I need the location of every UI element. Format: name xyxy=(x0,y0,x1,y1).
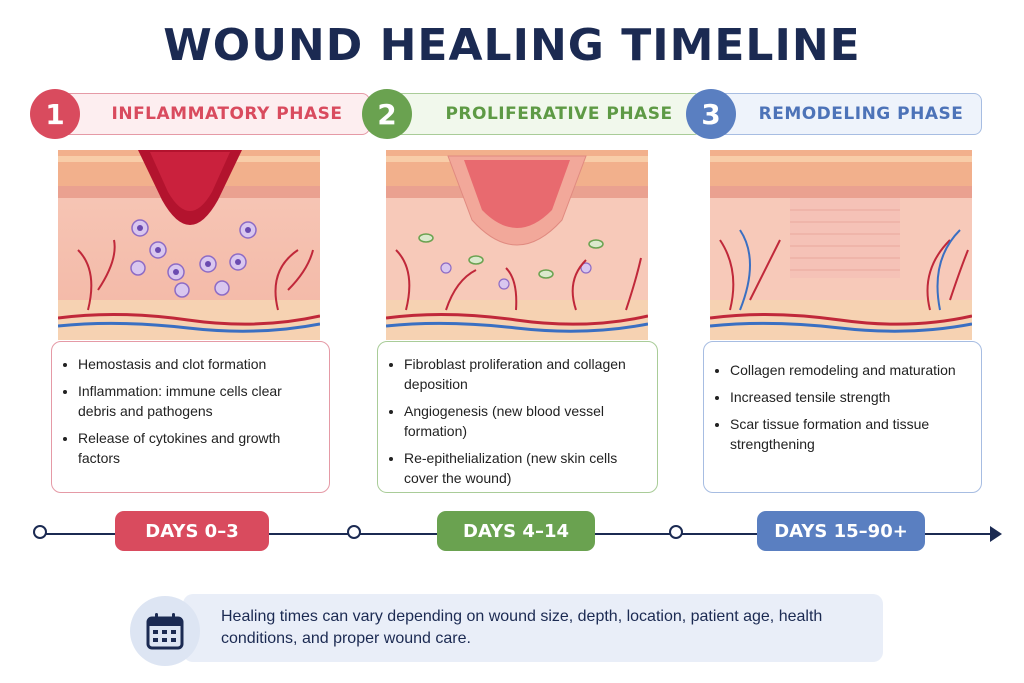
timeline-node xyxy=(669,525,683,539)
healing-note: Healing times can vary depending on woun… xyxy=(183,594,883,662)
timeline-node xyxy=(33,525,47,539)
phase-1-point: Inflammation: immune cells clear debris … xyxy=(78,381,315,421)
inflammatory-skin-illustration xyxy=(58,150,320,340)
note-icon-circle xyxy=(130,596,200,666)
note-text: Healing times can vary depending on woun… xyxy=(221,608,823,647)
phase-3-description: Collagen remodeling and maturation Incre… xyxy=(703,341,982,493)
phase-3-number: 3 xyxy=(686,89,736,139)
phase-2-point: Re-epithelialization (new skin cells cov… xyxy=(404,448,643,488)
phase-2-description: Fibroblast proliferation and collagen de… xyxy=(377,341,658,493)
proliferative-skin-illustration xyxy=(386,150,648,340)
phase-2-point: Angiogenesis (new blood vessel formation… xyxy=(404,401,643,441)
phase-3-point: Scar tissue formation and tissue strengt… xyxy=(730,414,967,454)
phase-3-point: Collagen remodeling and maturation xyxy=(730,360,967,380)
phase-2-header: PROLIFERATIVE PHASE 2 xyxy=(362,89,702,139)
phase-1-days-badge: DAYS 0–3 xyxy=(115,511,269,551)
phase-2-title: PROLIFERATIVE PHASE xyxy=(386,93,702,135)
phase-1-title: INFLAMMATORY PHASE xyxy=(54,93,370,135)
phase-1-point: Release of cytokines and growth factors xyxy=(78,428,315,468)
phase-3-days-badge: DAYS 15–90+ xyxy=(757,511,925,551)
phase-2-point: Fibroblast proliferation and collagen de… xyxy=(404,354,643,394)
phase-3-point: Increased tensile strength xyxy=(730,387,967,407)
phase-1-number: 1 xyxy=(30,89,80,139)
phase-2-number: 2 xyxy=(362,89,412,139)
phase-3-header: REMODELING PHASE 3 xyxy=(686,89,1024,139)
phase-2-days-badge: DAYS 4–14 xyxy=(437,511,595,551)
phase-1-header: INFLAMMATORY PHASE 1 xyxy=(30,89,370,139)
phase-3-title: REMODELING PHASE xyxy=(710,93,982,135)
timeline-node xyxy=(347,525,361,539)
remodeling-skin-illustration xyxy=(710,150,972,340)
timeline-arrow-icon xyxy=(990,526,1002,542)
phase-1-point: Hemostasis and clot formation xyxy=(78,354,315,374)
page-title: WOUND HEALING TIMELINE xyxy=(163,20,861,71)
calendar-icon xyxy=(146,613,184,650)
phase-1-description: Hemostasis and clot formation Inflammati… xyxy=(51,341,330,493)
